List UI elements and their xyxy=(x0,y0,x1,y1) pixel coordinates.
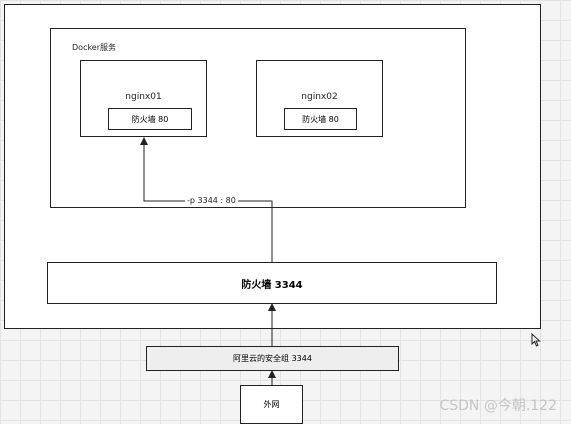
csdn-watermark: CSDN @今朝.122 xyxy=(439,398,557,414)
nginx02-firewall-label: 防火墙 80 xyxy=(302,114,339,124)
host-firewall-label: 防火墙 3344 xyxy=(241,279,303,291)
nginx02-name: nginx02 xyxy=(301,92,338,102)
external-network-box: 外网 xyxy=(240,385,303,424)
nginx01-name: nginx01 xyxy=(125,92,162,102)
external-network-label: 外网 xyxy=(263,400,280,409)
port-mapping-label: -p 3344 : 80 xyxy=(185,196,238,205)
nginx02-firewall-box: 防火墙 80 xyxy=(284,108,357,130)
nginx01-firewall-label: 防火墙 80 xyxy=(131,114,169,124)
mouse-cursor-icon xyxy=(531,333,541,347)
docker-service-label: Docker服务 xyxy=(72,43,117,52)
nginx01-firewall-box: 防火墙 80 xyxy=(108,108,192,130)
security-group-label: 阿里云的安全组 3344 xyxy=(233,354,312,363)
